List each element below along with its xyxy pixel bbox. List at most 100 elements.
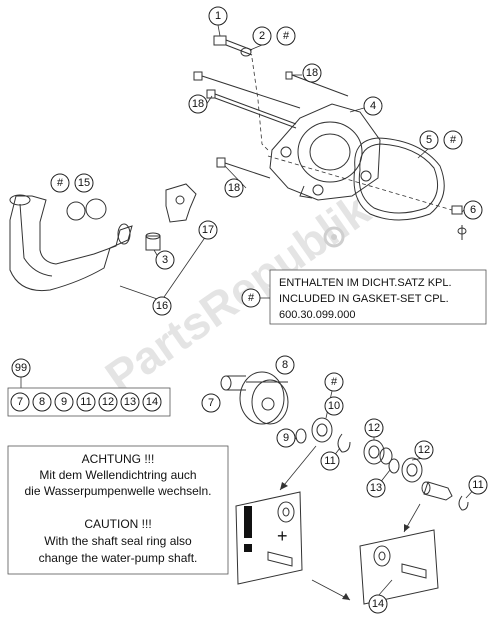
kit-item-7: 7	[10, 392, 30, 412]
arrow	[279, 445, 317, 491]
svg-text:7: 7	[17, 396, 23, 408]
svg-text:2: 2	[259, 30, 265, 42]
callout-1: 1	[208, 6, 228, 26]
hose-assembly	[9, 183, 207, 301]
bolt-18-right	[285, 71, 349, 97]
svg-text:#: #	[450, 134, 457, 146]
callout-11: 11	[320, 451, 340, 471]
washer-2	[240, 47, 252, 57]
warning-note: ACHTUNG !!! Mit dem Wellendichtring auch…	[7, 445, 229, 575]
svg-text:#: #	[283, 30, 290, 42]
impeller-8	[239, 371, 289, 425]
callout-17: 17	[198, 220, 218, 240]
pump-housing-assembly	[193, 35, 467, 240]
washer-9	[295, 428, 307, 444]
svg-text:14: 14	[372, 598, 384, 610]
pump-shaft-14	[421, 481, 453, 501]
callout-9: 9	[276, 428, 296, 448]
arrow-head	[342, 593, 350, 600]
callout-gasket-mark: #	[241, 288, 261, 308]
leader-line-16	[119, 285, 161, 301]
callout-2: 2	[252, 26, 272, 46]
svg-text:#: #	[248, 292, 255, 304]
svg-text:11: 11	[80, 396, 91, 408]
callout-16: 16	[152, 296, 172, 316]
callout-5: 5	[419, 130, 439, 150]
kit-item-11: 11	[76, 392, 96, 412]
svg-text:4: 4	[370, 100, 376, 112]
bolt-18-lower	[216, 157, 271, 179]
warning-de-line1: Mit dem Wellendichtring auch	[39, 468, 196, 482]
callout-6: 6	[463, 200, 483, 220]
svg-text:5: 5	[426, 134, 432, 146]
drain-screw-6	[451, 205, 467, 240]
hose-clamp-15	[66, 201, 86, 221]
svg-text:15: 15	[78, 177, 90, 189]
svg-text:13: 13	[124, 396, 136, 408]
callout-15-gasket-mark: #	[50, 173, 70, 193]
spacer-ring	[388, 458, 400, 474]
gear-watermark-icon	[323, 226, 345, 248]
kit-item-8: 8	[32, 392, 52, 412]
callout-3: 3	[155, 250, 175, 270]
alignment-line	[251, 57, 269, 151]
kit-item-12: 12	[98, 392, 118, 412]
bolt-1	[213, 35, 253, 56]
svg-text:8: 8	[39, 396, 45, 408]
callout-10-gasket-mark: #	[324, 372, 344, 392]
svg-text:14: 14	[146, 396, 158, 408]
kit-item-list: 7 8 9 11 12 13 14	[10, 392, 162, 412]
fitting-3	[145, 232, 161, 251]
pump-cover-4	[269, 103, 381, 201]
leader-line-16	[161, 235, 207, 301]
svg-text:18: 18	[306, 67, 318, 79]
warning-en-line1: With the shaft seal ring also	[44, 534, 192, 548]
callout-2-gasket-mark: #	[276, 26, 296, 46]
callout-12: 12	[414, 440, 434, 460]
svg-text:9: 9	[283, 432, 289, 444]
callout-10: 10	[324, 396, 344, 416]
callout-7: 7	[201, 393, 221, 413]
bracket-17	[165, 183, 197, 223]
svg-text:3: 3	[162, 254, 168, 266]
circlip-11b	[458, 495, 469, 511]
svg-text:12: 12	[102, 396, 114, 408]
pin-7	[220, 375, 246, 391]
hose-16	[9, 194, 133, 292]
svg-text:17: 17	[202, 224, 214, 236]
svg-text:11: 11	[472, 479, 483, 491]
svg-text:13: 13	[370, 482, 382, 494]
bearing-12	[363, 439, 393, 465]
kit-item-13: 13	[120, 392, 140, 412]
svg-text:7: 7	[208, 397, 214, 409]
gasket-note-line1: ENTHALTEN IM DICHT.SATZ KPL.	[279, 277, 452, 289]
circlip-11	[337, 433, 351, 453]
svg-text:9: 9	[61, 396, 67, 408]
svg-text:10: 10	[328, 400, 340, 412]
gasket-note-line3: 600.30.099.000	[279, 309, 355, 321]
warning-en-line2: change the water-pump shaft.	[39, 551, 198, 565]
warning-de-title: ACHTUNG !!!	[82, 452, 155, 466]
bearing-12b	[401, 457, 423, 483]
warning-en-title: CAUTION !!!	[84, 517, 151, 531]
callout-8: 8	[275, 355, 295, 375]
callout-4: 4	[363, 96, 383, 116]
arrow-head	[280, 482, 288, 490]
callout-15: 15	[74, 173, 94, 193]
svg-text:#: #	[57, 177, 64, 189]
plus-icon: +	[277, 526, 288, 546]
kit-item-9: 9	[54, 392, 74, 412]
warning-de-line2: die Wasserpumpenwelle wechseln.	[25, 484, 212, 498]
callout-18: 18	[224, 178, 244, 198]
callout-12: 12	[364, 418, 384, 438]
callout-11: 11	[468, 475, 488, 495]
callout-18: 18	[302, 63, 322, 83]
svg-text:18: 18	[228, 182, 240, 194]
hose-clamp-15	[85, 198, 107, 220]
alignment-line	[267, 155, 453, 211]
svg-text:18: 18	[192, 98, 204, 110]
svg-text:11: 11	[324, 455, 335, 467]
callout-5-gasket-mark: #	[443, 130, 463, 150]
svg-text:12: 12	[418, 444, 430, 456]
